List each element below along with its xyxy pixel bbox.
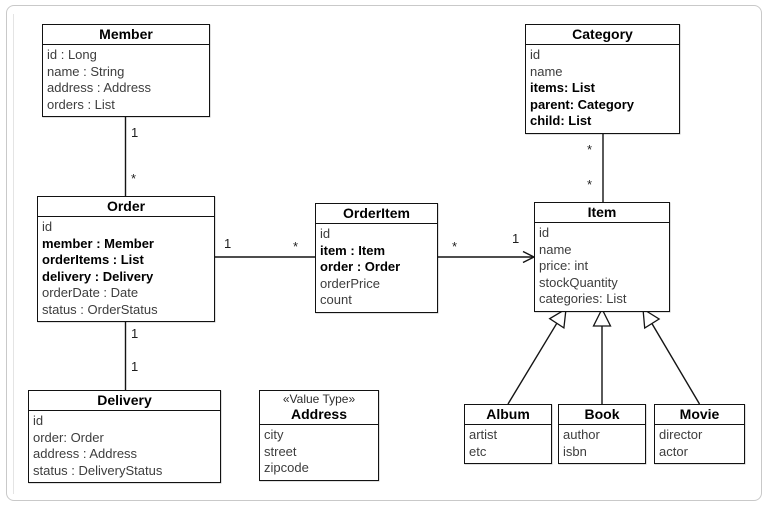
attribute: artist xyxy=(469,427,498,442)
class-order: Order id member : Member orderItems : Li… xyxy=(37,196,215,322)
attribute: orderPrice xyxy=(320,275,380,291)
attribute: id xyxy=(320,226,331,241)
class-member-attributes: id : Long name : String address : Addres… xyxy=(43,45,209,116)
class-address: «Value Type» Address city street zipcode xyxy=(259,390,379,481)
multiplicity-label: 1 xyxy=(131,326,139,341)
multiplicity-label: 1 xyxy=(512,231,520,246)
attribute: id xyxy=(530,47,541,62)
class-category-title: Category xyxy=(526,25,679,45)
attribute: id : Long xyxy=(47,47,97,62)
class-orderitem-attributes: id item : Item order : Order orderPrice … xyxy=(316,224,437,312)
attribute: parent: Category xyxy=(530,96,635,112)
class-album: Album artist etc xyxy=(464,404,552,464)
class-address-attributes: city street zipcode xyxy=(260,425,378,480)
attribute: orderDate : Date xyxy=(42,285,139,300)
generalization-album-item xyxy=(507,322,558,405)
attribute: etc xyxy=(469,443,487,459)
attribute: id xyxy=(33,413,44,428)
multiplicity-label: * xyxy=(587,142,593,157)
attribute: isbn xyxy=(563,443,587,459)
class-category: Category id name items: List parent: Cat… xyxy=(525,24,680,134)
multiplicity-label: 1 xyxy=(224,236,232,251)
class-movie-attributes: director actor xyxy=(655,425,744,463)
frame-inner-edge xyxy=(13,14,14,494)
attribute: orders : List xyxy=(47,96,115,112)
attribute: delivery : Delivery xyxy=(42,268,154,284)
multiplicity-label: 1 xyxy=(131,359,139,374)
class-member: Member id : Long name : String address :… xyxy=(42,24,210,117)
attribute: street xyxy=(264,443,297,459)
attribute: price: int xyxy=(539,258,589,273)
attribute: city xyxy=(264,427,284,442)
attribute: director xyxy=(659,427,703,442)
attribute: id xyxy=(42,219,53,234)
attribute: count xyxy=(320,292,352,307)
multiplicity-label: * xyxy=(293,239,299,254)
attribute: member : Member xyxy=(42,235,154,251)
attribute: actor xyxy=(659,443,688,459)
attribute: author xyxy=(563,427,600,442)
open-arrowhead-icon xyxy=(522,250,536,264)
attribute: order : Order xyxy=(320,259,401,274)
class-book-attributes: author isbn xyxy=(559,425,645,463)
attribute: zipcode xyxy=(264,460,309,475)
attribute: id xyxy=(539,225,550,240)
class-item-attributes: id name price: int stockQuantity categor… xyxy=(535,223,669,311)
hollow-triangle-icon xyxy=(548,307,567,330)
attribute: status : OrderStatus xyxy=(42,301,158,317)
class-orderitem: OrderItem id item : Item order : Order o… xyxy=(315,203,438,313)
class-category-attributes: id name items: List parent: Category chi… xyxy=(526,45,679,133)
multiplicity-label: * xyxy=(131,171,137,186)
attribute: name xyxy=(530,63,563,79)
class-order-attributes: id member : Member orderItems : List del… xyxy=(38,217,214,321)
attribute: categories: List xyxy=(539,291,627,306)
multiplicity-label: * xyxy=(587,177,593,192)
attribute: order: Order xyxy=(33,429,104,445)
class-item: Item id name price: int stockQuantity ca… xyxy=(534,202,670,312)
stereotype-label: «Value Type» xyxy=(282,392,356,406)
class-orderitem-title: OrderItem xyxy=(316,204,437,224)
attribute: address : Address xyxy=(33,446,138,461)
attribute: items: List xyxy=(530,80,596,95)
class-book: Book author isbn xyxy=(558,404,646,464)
class-member-title: Member xyxy=(43,25,209,45)
hollow-triangle-icon xyxy=(642,307,661,330)
multiplicity-label: 1 xyxy=(131,125,139,140)
attribute: item : Item xyxy=(320,242,386,258)
class-delivery-title: Delivery xyxy=(29,391,220,411)
class-address-name: Address xyxy=(290,406,348,422)
attribute: child: List xyxy=(530,113,592,128)
class-movie-title: Movie xyxy=(655,405,744,425)
class-delivery-attributes: id order: Order address : Address status… xyxy=(29,411,220,482)
class-delivery: Delivery id order: Order address : Addre… xyxy=(28,390,221,483)
hollow-triangle-icon xyxy=(592,307,612,327)
class-address-title: «Value Type» Address xyxy=(260,391,378,425)
attribute: stockQuantity xyxy=(539,274,618,290)
attribute: address : Address xyxy=(47,80,152,95)
class-book-title: Book xyxy=(559,405,645,425)
attribute: orderItems : List xyxy=(42,252,144,267)
class-item-title: Item xyxy=(535,203,669,223)
attribute: status : DeliveryStatus xyxy=(33,462,163,478)
attribute: name : String xyxy=(47,63,125,79)
class-order-title: Order xyxy=(38,197,214,217)
class-album-title: Album xyxy=(465,405,551,425)
class-movie: Movie director actor xyxy=(654,404,745,464)
multiplicity-label: * xyxy=(452,239,458,254)
attribute: name xyxy=(539,241,572,257)
generalization-movie-item xyxy=(651,323,701,405)
class-album-attributes: artist etc xyxy=(465,425,551,463)
